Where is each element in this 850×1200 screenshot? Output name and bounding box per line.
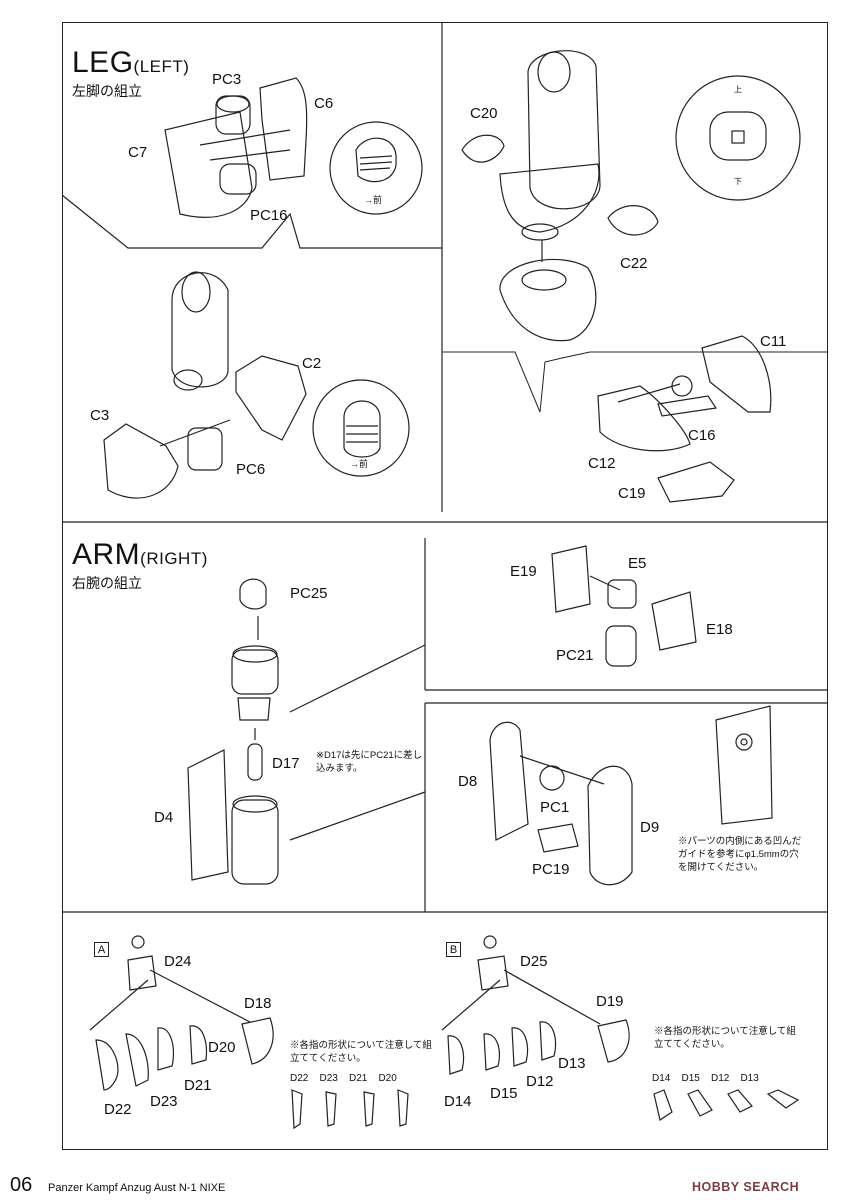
label-pc21: PC21 xyxy=(556,647,594,664)
finger-label-d13: D13 xyxy=(740,1073,759,1084)
watermark: HOBBY SEARCH xyxy=(692,1180,800,1194)
label-pc3: PC3 xyxy=(212,71,242,88)
label-d23: D23 xyxy=(150,1093,178,1110)
label-c7: C7 xyxy=(128,144,148,161)
step-wedge-leg-2 xyxy=(442,351,828,413)
step-wedge-arm-1 xyxy=(289,644,426,713)
label-d20: D20 xyxy=(208,1039,236,1056)
label-pc19: PC19 xyxy=(532,861,570,878)
note-fingers-b: ※各指の形状について注意して組立ててください。 xyxy=(654,1026,796,1050)
finger-label-d22: D22 xyxy=(290,1073,309,1084)
label-down: 下 xyxy=(734,177,742,186)
arm-subtitle: 右腕の組立 xyxy=(72,575,142,591)
label-c16: C16 xyxy=(688,427,716,444)
leg-step2-parts xyxy=(103,271,307,499)
leg-title-main: LEG xyxy=(72,46,134,79)
arm-title: ARM(RIGHT) xyxy=(72,540,208,570)
hand-a-parts xyxy=(89,935,274,1091)
leg-title: LEG(LEFT) xyxy=(72,48,189,78)
leg-subtitle: 左脚の組立 xyxy=(72,83,142,99)
label-c22: C22 xyxy=(620,255,648,272)
label-pc16: PC16 xyxy=(250,207,288,224)
label-d4: D4 xyxy=(154,809,174,826)
page-frame xyxy=(62,22,828,1150)
finger-row-a: D22 D23 D21 D20 xyxy=(290,1074,397,1084)
note-fingers-a: ※各指の形状について注意して組立ててください。 xyxy=(290,1040,432,1064)
label-d18: D18 xyxy=(244,995,272,1012)
finger-label-d15: D15 xyxy=(681,1073,700,1084)
finger-icons-a xyxy=(291,1089,409,1130)
leg-step3-parts xyxy=(461,50,659,342)
detail-circle-leg-3 xyxy=(675,75,801,201)
label-c6: C6 xyxy=(314,95,334,112)
arm-step3-parts xyxy=(489,721,633,886)
badge-a: A xyxy=(94,942,109,957)
kit-title: Panzer Kampf Anzug Aust N-1 NIXE xyxy=(48,1182,226,1194)
label-c20: C20 xyxy=(470,105,498,122)
badge-b: B xyxy=(446,942,461,957)
arm-title-suffix: (RIGHT) xyxy=(140,549,208,568)
label-d15: D15 xyxy=(490,1085,518,1102)
label-up: 上 xyxy=(734,85,742,94)
label-c2: C2 xyxy=(302,355,322,372)
leg-step4-parts xyxy=(597,335,772,503)
finger-label-d20: D20 xyxy=(378,1073,397,1084)
label-c3: C3 xyxy=(90,407,110,424)
label-d17: D17 xyxy=(272,755,300,772)
finger-icons-b xyxy=(653,1089,800,1121)
label-d24: D24 xyxy=(164,953,192,970)
step-wedge-arm-2 xyxy=(289,791,426,841)
label-d22: D22 xyxy=(104,1101,132,1118)
finger-label-d12: D12 xyxy=(710,1073,730,1084)
label-d9: D9 xyxy=(640,819,660,836)
label-d12: D12 xyxy=(526,1073,554,1090)
note-guide: ※パーツの内側にある凹んだガイドを参考にφ1.5mmの穴を開けてください。 xyxy=(678,836,802,873)
label-d8: D8 xyxy=(458,773,478,790)
guide-detail-part xyxy=(715,705,773,825)
detail-part-c22 xyxy=(709,111,767,161)
label-d19: D19 xyxy=(596,993,624,1010)
label-e5: E5 xyxy=(628,555,647,572)
arm-step2-parts xyxy=(551,545,697,667)
label-c12: C12 xyxy=(588,455,616,472)
detail-part-pc6 xyxy=(343,400,381,458)
label-front-1: →前 xyxy=(364,195,383,205)
arm-step1-parts xyxy=(187,578,279,885)
step-wedge-leg-1 xyxy=(61,194,442,249)
note-d17: ※D17は先にPC21に差し込みます。 xyxy=(316,750,423,774)
label-c11: C11 xyxy=(760,333,787,350)
label-c19: C19 xyxy=(618,485,646,502)
detail-part-pc16 xyxy=(355,137,397,183)
hand-b-parts xyxy=(441,935,630,1075)
finger-row-b: D14 D15 D12 D13 xyxy=(652,1074,759,1084)
leg-step1-parts xyxy=(164,77,308,218)
label-front-2: →前 xyxy=(350,459,369,469)
label-pc25: PC25 xyxy=(290,585,328,602)
label-e19: E19 xyxy=(510,563,537,580)
finger-label-d21: D21 xyxy=(348,1073,368,1084)
label-d14: D14 xyxy=(444,1093,472,1110)
label-pc6: PC6 xyxy=(236,461,266,478)
page-number: 06 xyxy=(10,1174,33,1196)
detail-circle-leg-2 xyxy=(312,379,410,477)
finger-label-d14: D14 xyxy=(652,1073,671,1084)
label-d21: D21 xyxy=(184,1077,212,1094)
detail-circle-leg-1 xyxy=(329,121,423,215)
leg-title-suffix: (LEFT) xyxy=(133,57,190,76)
label-e18: E18 xyxy=(706,621,733,638)
label-pc1: PC1 xyxy=(540,799,570,816)
label-d25: D25 xyxy=(520,953,548,970)
arm-title-main: ARM xyxy=(72,538,141,571)
finger-label-d23: D23 xyxy=(319,1073,338,1084)
label-d13: D13 xyxy=(558,1055,586,1072)
